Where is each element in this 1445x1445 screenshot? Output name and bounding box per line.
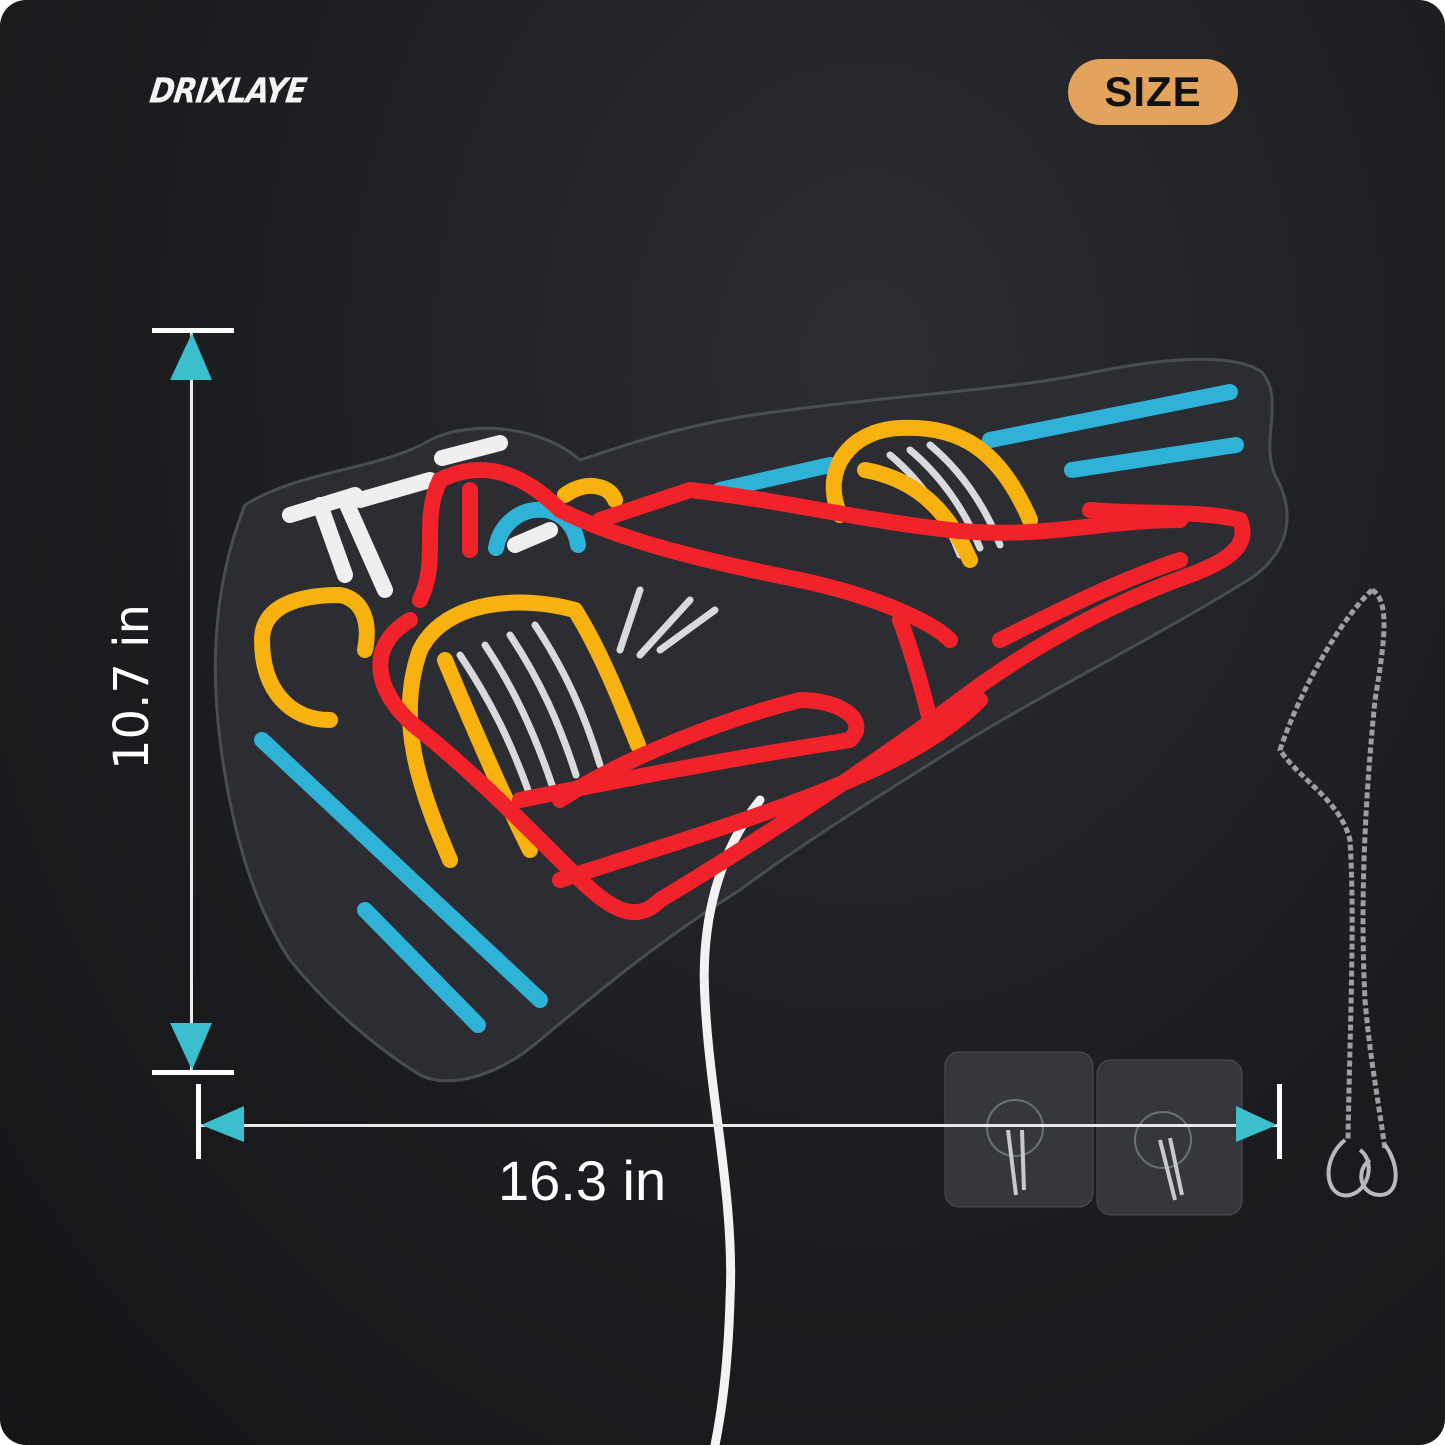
tube-red bbox=[552, 692, 988, 888]
tube-blue bbox=[488, 501, 586, 556]
tube-yellow bbox=[254, 587, 375, 728]
tube-blue bbox=[712, 457, 838, 498]
width-label: 16.3 in bbox=[498, 1149, 667, 1212]
tube-red bbox=[592, 482, 1188, 541]
tube-blue bbox=[254, 732, 548, 1008]
tube-yellow bbox=[401, 594, 646, 868]
tube-red bbox=[432, 462, 958, 648]
arrow-down-icon bbox=[170, 1023, 212, 1070]
tube-blue bbox=[982, 384, 1238, 448]
tube-red bbox=[892, 552, 1188, 728]
arrow-left-icon bbox=[201, 1106, 244, 1142]
brand-logo: DRIXLAYE bbox=[147, 68, 309, 118]
tube-red bbox=[412, 472, 478, 608]
tube-blue bbox=[357, 902, 486, 1033]
tube-blue bbox=[1064, 437, 1244, 478]
width-dimension-marker bbox=[196, 1084, 1282, 1159]
power-cord bbox=[699, 795, 765, 1445]
hanging-chain bbox=[1277, 587, 1388, 1151]
brand-logo-text: DRIXLAYE bbox=[147, 71, 309, 112]
tube-red bbox=[512, 692, 865, 808]
arrow-right-icon bbox=[1236, 1106, 1277, 1142]
tube-yellow bbox=[857, 462, 978, 568]
tube-yellow bbox=[825, 419, 1038, 528]
arrow-up-icon bbox=[170, 333, 212, 380]
size-badge: SIZE bbox=[1068, 59, 1238, 125]
height-label: 10.7 in bbox=[104, 604, 160, 770]
adhesive-hook bbox=[944, 1051, 1094, 1208]
tube-yellow bbox=[557, 477, 623, 508]
tube-white bbox=[282, 435, 558, 598]
height-dimension-marker bbox=[152, 328, 234, 1075]
